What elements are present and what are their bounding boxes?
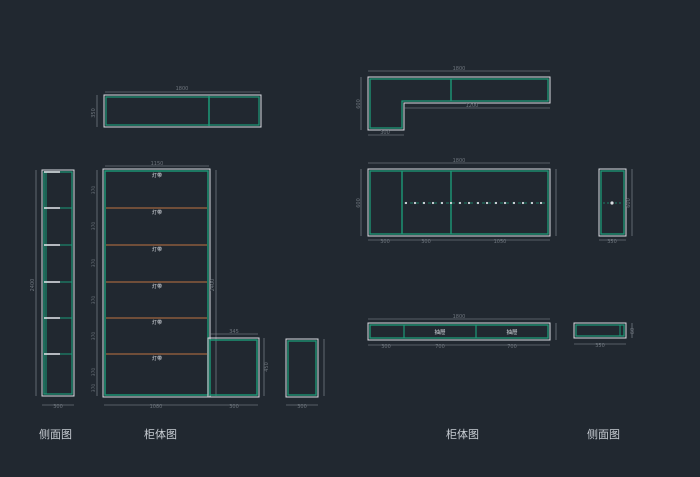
small-low-cabinet: 345 450 300 [207, 329, 270, 410]
top-hanging-cabinet: 1800 350 [91, 86, 262, 128]
dim-right-side-width: 350 [607, 239, 617, 245]
dim-base-seg-b: 700 [435, 344, 445, 350]
base-cabinet-drawers: 1800 抽屉 抽屉 300 700 700 [367, 314, 557, 350]
dim-base-seg-c: 700 [507, 344, 517, 350]
drawer-label-2: 抽屉 [506, 328, 518, 336]
caption-right-cabinet: 柜体图 [446, 428, 479, 441]
dash-dot [476, 201, 480, 205]
dim-small-side-height: 60 [630, 328, 636, 334]
dim-left-side-depth: 300 [53, 404, 63, 410]
dash-dot [539, 201, 543, 205]
lamp-strip-label: 灯带 [152, 172, 162, 179]
dash-dot [413, 201, 417, 205]
lamp-strip-label: 灯带 [152, 355, 162, 362]
dash-dot [494, 201, 498, 205]
dash-dot [449, 201, 453, 205]
dash-dot [458, 201, 462, 205]
lamp-strip-label: 灯带 [152, 319, 162, 326]
dim-tall-cab-height: 2400 [210, 279, 216, 292]
dim-top-cab-height: 350 [91, 108, 97, 118]
dash-dot [521, 201, 525, 205]
shelf-gap-dim: 370 [91, 384, 97, 393]
shelf-gap-dim: 370 [91, 332, 97, 341]
dim-plan-leg: 300 [380, 130, 390, 136]
dim-tv-width: 1800 [453, 158, 466, 164]
dash-dot [422, 201, 426, 205]
dash-dot [431, 201, 435, 205]
dim-small-cab-bottom: 300 [229, 404, 239, 410]
dim-small-cab-height: 450 [264, 362, 270, 372]
lamp-strip-label: 灯带 [152, 246, 162, 253]
drawer-label-1: 抽屉 [434, 328, 446, 336]
dim-right-side-height: 600 [626, 198, 632, 208]
caption-right-side-view: 侧面图 [587, 428, 620, 441]
shelf-gap-dim: 370 [91, 259, 97, 268]
small-base-side: 60 350 [573, 322, 636, 349]
dim-small-side-width: 350 [595, 343, 605, 349]
caption-left-cabinet: 柜体图 [144, 428, 177, 441]
dash-dot [512, 201, 516, 205]
tv-cabinet-elevation: 1800 600 300 300 1050 [356, 158, 557, 245]
dim-left-side-height: 2400 [30, 279, 36, 292]
dim-plan-depth: 600 [356, 99, 362, 109]
dash-dot [530, 201, 534, 205]
dash-dot [503, 201, 507, 205]
dim-base-width: 1800 [453, 314, 466, 320]
left-side-view: 2400 300 [30, 169, 75, 410]
dash-dot [404, 201, 408, 205]
dim-top-cab-width: 1800 [176, 86, 189, 92]
right-side-elevation: 600 350 [598, 168, 633, 245]
dim-tv-seg-a: 300 [380, 239, 390, 245]
small-side-view: 300 [285, 338, 325, 410]
dim-tv-height: 600 [356, 198, 362, 208]
lamp-strip-label: 灯带 [152, 209, 162, 216]
dim-tall-cab-bottom: 1080 [150, 404, 163, 410]
caption-left-side-view: 侧面图 [39, 428, 72, 441]
dash-dot [440, 201, 444, 205]
lamp-strip-label: 灯带 [152, 283, 162, 290]
dim-small-side-depth: 300 [297, 404, 307, 410]
dash-dot [467, 201, 471, 205]
l-shaped-plan: 1800 1200 600 300 [356, 66, 551, 136]
shelf-gap-dim: 370 [91, 222, 97, 231]
shelf-gap-dim: 370 [91, 186, 97, 195]
dim-small-cab-width: 345 [229, 329, 239, 335]
shelf-gap-dim: 370 [91, 296, 97, 305]
dim-base-seg-a: 300 [381, 344, 391, 350]
shelf-gap-dim: 370 [91, 368, 97, 377]
dim-tv-seg-b: 300 [421, 239, 431, 245]
dash-dot [485, 201, 489, 205]
dim-tv-seg-c: 1050 [494, 239, 507, 245]
dim-tall-cab-width: 1150 [151, 161, 164, 167]
dim-plan-width: 1800 [453, 66, 466, 72]
dim-plan-inner: 1200 [466, 103, 479, 109]
